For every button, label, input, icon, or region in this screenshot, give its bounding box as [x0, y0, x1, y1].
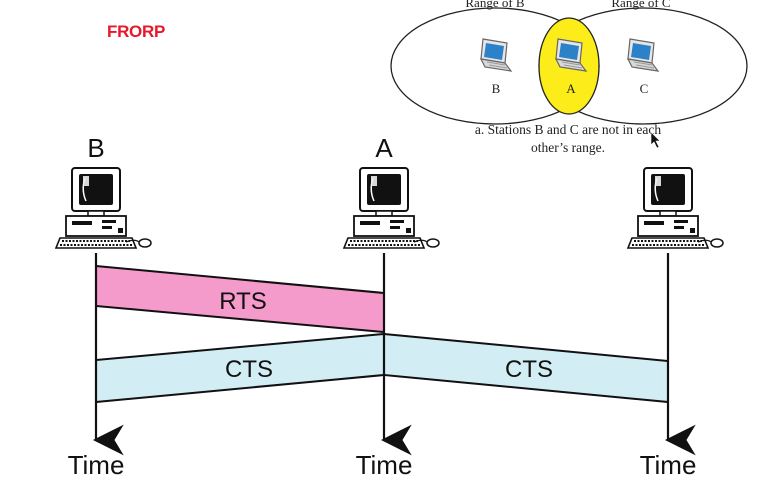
range-b-label: Range of B — [465, 0, 525, 10]
station-a-inset-label: A — [566, 81, 576, 96]
cts-frame-label-b: CTS — [225, 356, 273, 383]
time-label-b: Time — [68, 450, 125, 480]
time-label-a: Time — [356, 450, 413, 480]
station-b-inset-label: B — [492, 81, 501, 96]
desktop-computer-icon — [627, 167, 724, 249]
station-b-label: B — [87, 133, 104, 163]
station-a-label: A — [375, 133, 393, 163]
desktop-computer-icon — [55, 167, 152, 249]
station-c-inset-label: C — [640, 81, 649, 96]
range-inset: Range of B Range of C B A C a. Stations … — [390, 0, 748, 155]
laptop-icon — [480, 38, 512, 72]
time-label-c: Time — [640, 450, 697, 480]
slide-title: FRORP — [107, 22, 166, 41]
mouse-cursor-icon — [650, 131, 661, 149]
cts-frame-label-c: CTS — [505, 356, 553, 383]
rts-frame-label: RTS — [219, 288, 267, 315]
inset-caption-line2: other’s range. — [531, 140, 605, 155]
inset-caption-line1: a. Stations B and C are not in each — [475, 122, 662, 137]
range-c-label: Range of C — [611, 0, 670, 10]
laptop-icon — [627, 38, 659, 72]
desktop-computer-icon — [343, 167, 440, 249]
